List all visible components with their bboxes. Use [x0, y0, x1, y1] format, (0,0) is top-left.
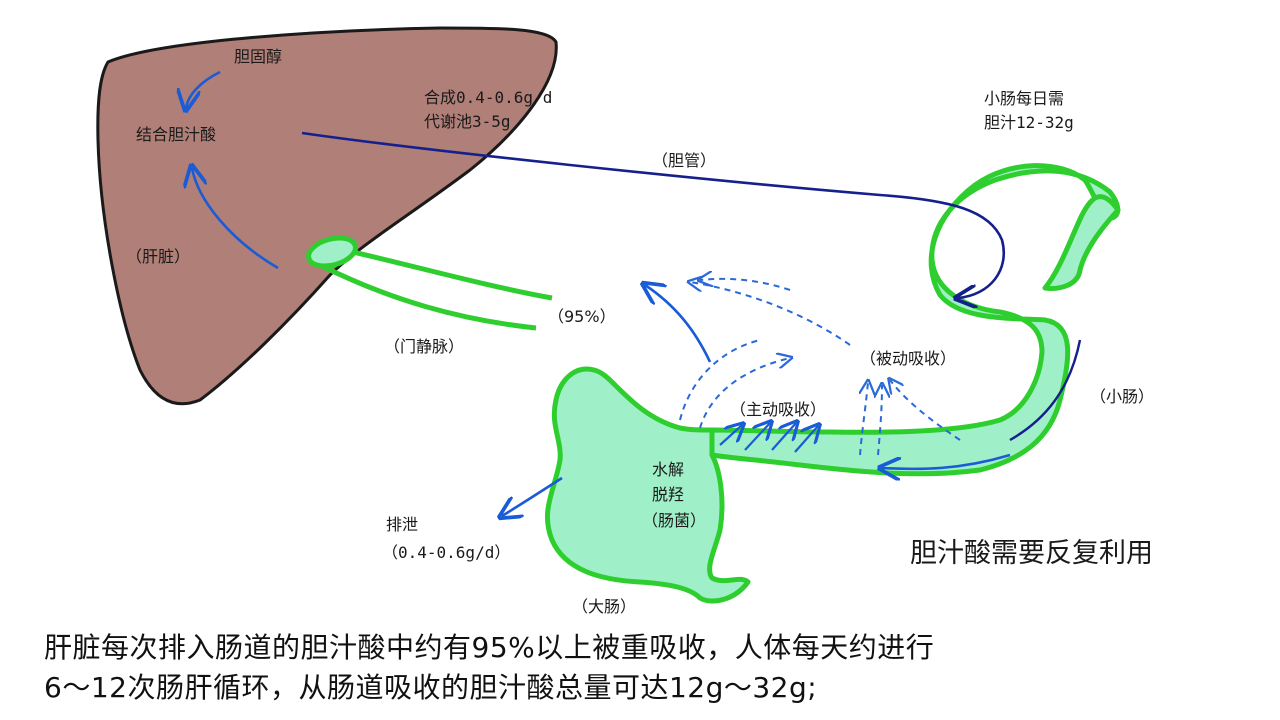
liver-shape	[96, 26, 558, 406]
small-intestine-shape	[709, 163, 1121, 477]
bile-duct-line	[301, 131, 1005, 298]
conjugated-bile-acid-label: 结合胆汁酸	[136, 125, 216, 144]
percent-95-label: （95%）	[548, 307, 616, 326]
passive-absorption-label: （被动吸收）	[860, 349, 956, 368]
cholesterol-arrow	[186, 70, 221, 108]
passive-absorption-arrows	[679, 279, 961, 456]
small-intestine-need-line1: 小肠每日需	[984, 89, 1064, 108]
portal-vein-label: （门静脉）	[384, 337, 464, 356]
caption-block: 肝脏每次排入肠道的胆汁酸中约有95%以上被重吸收，人体每天约进行 6～12次肠肝…	[44, 628, 1264, 708]
intestine-flow-arrow-2	[882, 453, 1011, 469]
caption-line-2: 6～12次肠肝循环，从肠道吸收的胆汁酸总量可达12g～32g;	[44, 671, 818, 704]
active-absorption-label: （主动吸收）	[730, 400, 826, 419]
excretion-arrow	[502, 476, 563, 516]
large-intestine-shape	[544, 366, 751, 604]
excretion-label-line2: （0.4-0.6g/d）	[382, 543, 510, 562]
bile-duct-label: （胆管）	[652, 151, 716, 170]
portal-vein-opening	[306, 235, 358, 269]
intestine-flow-arrow-1	[1009, 339, 1082, 442]
excretion-label-line1: 排泄	[386, 515, 418, 534]
liver-label: （肝脏）	[126, 247, 190, 266]
caption-line-1: 肝脏每次排入肠道的胆汁酸中约有95%以上被重吸收，人体每天约进行	[44, 631, 935, 664]
synthesis-label-line1: 合成0.4-0.6g/d	[424, 88, 552, 107]
active-absorption-arrows	[719, 423, 818, 453]
hydrolysis-label-line3: （肠菌）	[642, 511, 706, 530]
portal-vein-upper	[334, 245, 553, 301]
small-intestine-need-line2: 胆汁12-32g	[984, 113, 1074, 132]
synthesis-label-line2: 代谢池3-5g	[424, 112, 511, 131]
hydrolysis-label-line1: 水解	[652, 460, 684, 479]
liver-to-bile-acid-arrow	[192, 168, 279, 270]
cholesterol-label: 胆固醇	[234, 47, 282, 66]
return-to-portal-arrow	[645, 285, 712, 363]
duodenum-shape	[1042, 194, 1121, 291]
small-intestine-label: （小肠）	[1090, 387, 1154, 406]
hydrolysis-label-line2: 脱羟	[652, 485, 684, 504]
large-intestine-label: （大肠）	[572, 597, 636, 616]
reuse-title: 胆汁酸需要反复利用	[910, 538, 1153, 569]
portal-vein-lower	[318, 262, 537, 331]
